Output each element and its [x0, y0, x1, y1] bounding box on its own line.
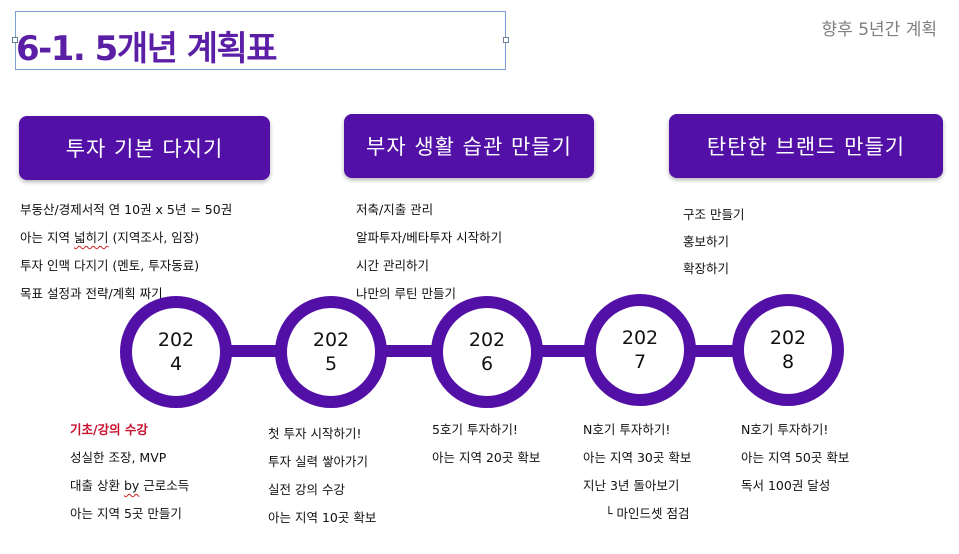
title-textbox[interactable]: 6-1. 5개년 계획표 — [12, 11, 509, 70]
category-card-rich-habits: 부자 생활 습관 만들기 — [344, 114, 594, 178]
list-item: 성실한 조장, MVP — [70, 450, 167, 465]
list-item-text: 아는 지역 넓히기 (지역조사, 임장) — [20, 230, 200, 245]
year-label-part1: 202 — [468, 329, 506, 351]
year-label-part2: 7 — [633, 351, 647, 373]
year-circle-2027: 202 7 — [584, 294, 696, 406]
list-item: 대출 상환 by 근로소득 — [70, 476, 189, 504]
year-label-part2: 8 — [781, 351, 795, 373]
category-list-brand: 구조 만들기 홍보하기 확장하기 — [683, 205, 744, 286]
list-item: 아는 지역 50곳 확보 — [741, 450, 850, 465]
list-item: 확장하기 — [683, 261, 730, 276]
list-item: 첫 투자 시작하기! — [268, 426, 362, 441]
list-item: N호기 투자하기! — [741, 422, 829, 437]
year-label-part1: 202 — [769, 327, 807, 349]
list-item-text: 대출 상환 by 근로소득 — [70, 478, 190, 493]
list-item: 구조 만들기 — [683, 207, 745, 222]
year-list-2026: 5호기 투자하기! 아는 지역 20곳 확보 — [432, 420, 540, 476]
list-item: 실전 강의 수강 — [268, 482, 345, 497]
list-item-highlight: 기초/강의 수강 — [70, 422, 148, 437]
year-circle-2025: 202 5 — [275, 296, 387, 408]
year-circle-2028: 202 8 — [732, 294, 844, 406]
list-item: 저축/지출 관리 — [356, 202, 434, 217]
list-item: 투자 실력 쌓아가기 — [268, 454, 368, 469]
year-label-part2: 5 — [324, 353, 338, 375]
list-item: 5호기 투자하기! — [432, 422, 518, 437]
year-list-2027: N호기 투자하기! 아는 지역 30곳 확보 지난 3년 돌아보기 └ 마인드셋… — [583, 420, 691, 532]
year-label-part1: 202 — [312, 329, 350, 351]
category-heading: 탄탄한 브랜드 만들기 — [706, 135, 906, 159]
category-heading: 부자 생활 습관 만들기 — [366, 135, 572, 159]
category-card-investment-basics: 투자 기본 다지기 — [19, 116, 270, 180]
list-item: 아는 지역 20곳 확보 — [432, 450, 541, 465]
list-item: └ 마인드셋 점검 — [605, 506, 690, 521]
spellcheck-word: 넓히기 — [73, 230, 109, 245]
list-item: 알파투자/베타투자 시작하기 — [356, 230, 503, 245]
year-circle-2026: 202 6 — [431, 296, 543, 408]
resize-handle-right[interactable] — [503, 37, 509, 43]
page-subtitle: 향후 5년간 계획 — [821, 20, 937, 40]
list-item: 부동산/경제서적 연 10권 x 5년 = 50권 — [20, 202, 233, 217]
year-list-2024: 기초/강의 수강 성실한 조장, MVP 대출 상환 by 근로소득 아는 지역… — [70, 420, 189, 532]
category-list-investment-basics: 부동산/경제서적 연 10권 x 5년 = 50권 아는 지역 넓히기 (지역조… — [20, 200, 232, 312]
list-item: 나만의 루틴 만들기 — [356, 286, 456, 301]
year-label-part2: 6 — [480, 353, 494, 375]
list-item: 아는 지역 10곳 확보 — [268, 510, 377, 525]
list-item: 아는 지역 넓히기 (지역조사, 임장) — [20, 228, 232, 256]
category-list-rich-habits: 저축/지출 관리 알파투자/베타투자 시작하기 시간 관리하기 나만의 루틴 만… — [356, 200, 502, 312]
list-item: 투자 인맥 다지기 (멘토, 투자동료) — [20, 258, 200, 273]
list-item: 독서 100권 달성 — [741, 478, 831, 493]
list-item: N호기 투자하기! — [583, 422, 671, 437]
year-label-part2: 4 — [169, 353, 183, 375]
list-item: 홍보하기 — [683, 234, 730, 249]
year-label-part1: 202 — [157, 329, 195, 351]
year-list-2028: N호기 투자하기! 아는 지역 50곳 확보 독서 100권 달성 — [741, 420, 849, 504]
spellcheck-word: by — [123, 478, 140, 493]
category-heading: 투자 기본 다지기 — [65, 137, 224, 161]
year-list-2025: 첫 투자 시작하기! 투자 실력 쌓아가기 실전 강의 수강 아는 지역 10곳… — [268, 424, 376, 536]
list-item: 시간 관리하기 — [356, 258, 429, 273]
category-card-brand: 탄탄한 브랜드 만들기 — [669, 114, 943, 178]
list-item: 아는 지역 5곳 만들기 — [70, 506, 182, 521]
page-title: 6-1. 5개년 계획표 — [16, 29, 278, 69]
resize-handle-left[interactable] — [12, 37, 18, 43]
list-item: 목표 설정과 전략/계획 짜기 — [20, 286, 163, 301]
list-item: 아는 지역 30곳 확보 — [583, 450, 692, 465]
year-label-part1: 202 — [621, 327, 659, 349]
year-circle-2024: 202 4 — [120, 296, 232, 408]
list-item: 지난 3년 돌아보기 — [583, 478, 680, 493]
